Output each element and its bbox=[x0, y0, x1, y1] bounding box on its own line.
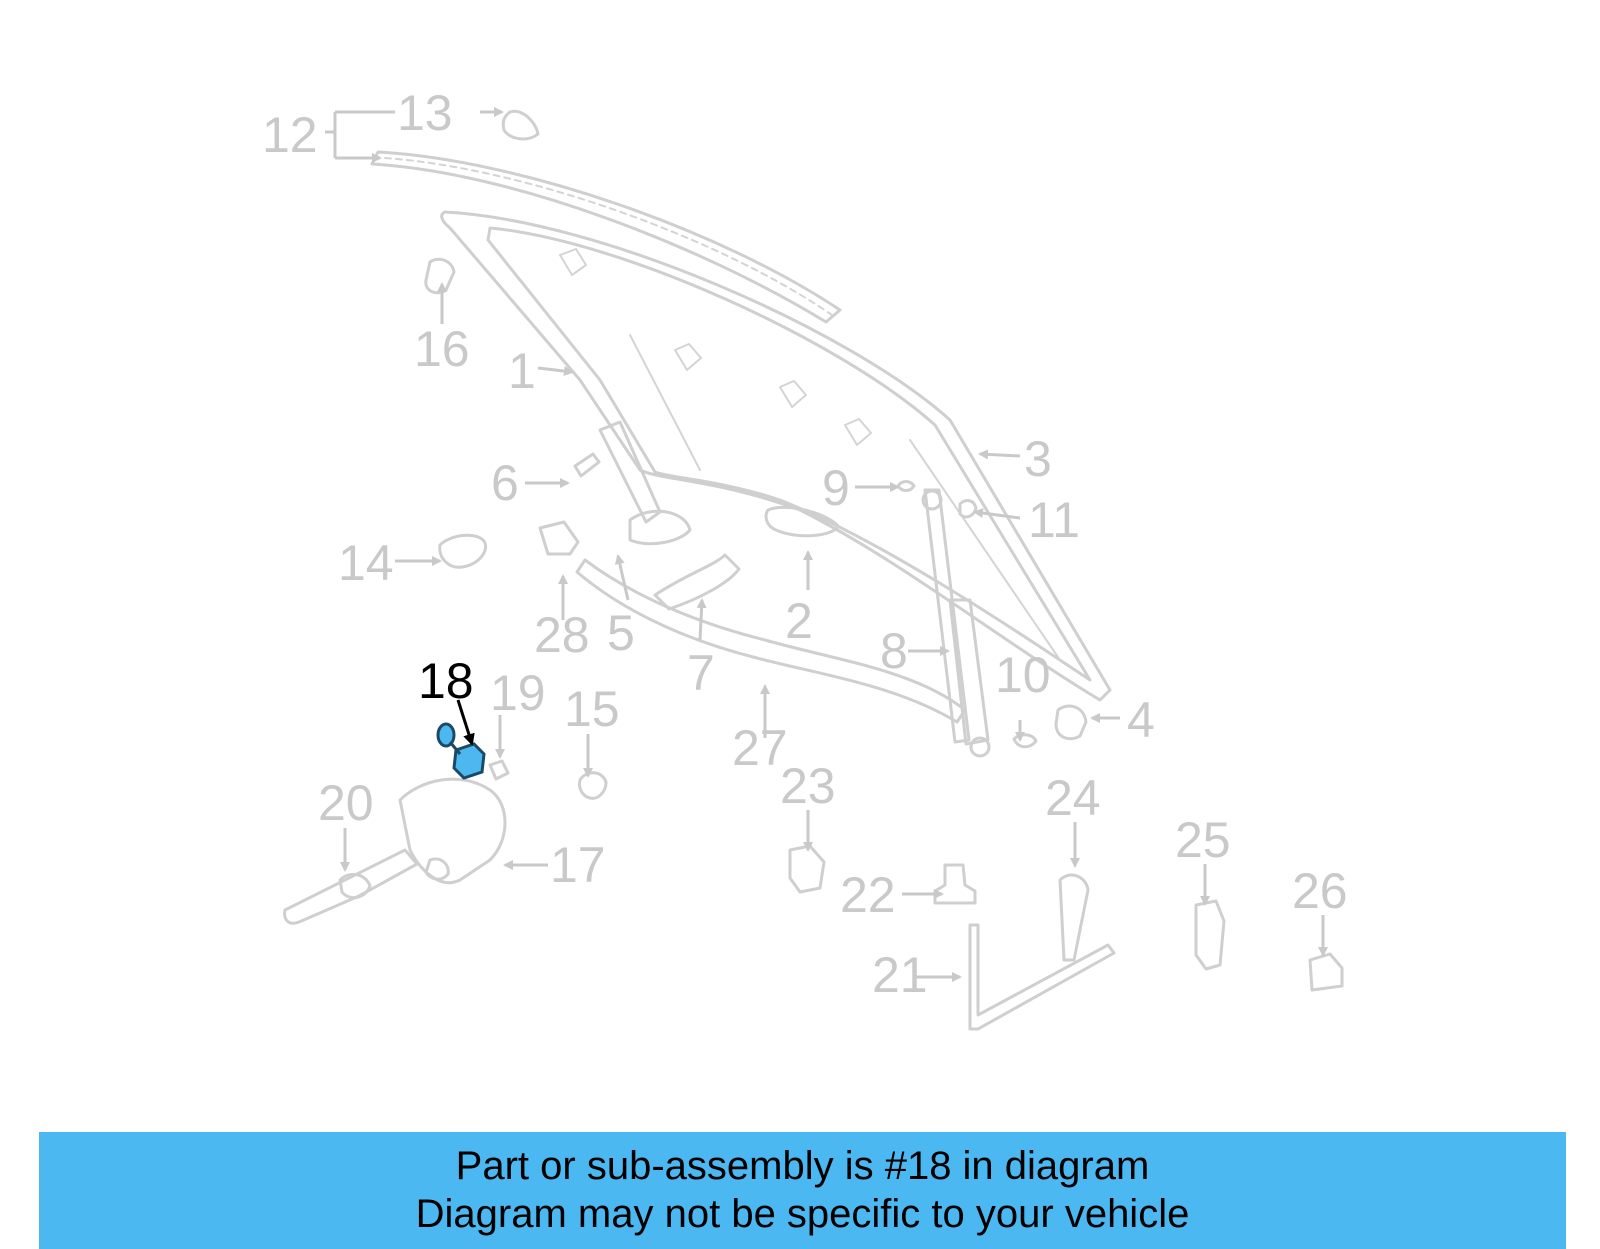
callout-15: 15 bbox=[564, 681, 620, 737]
handle-part bbox=[764, 505, 840, 538]
callout-11: 11 bbox=[1028, 492, 1080, 548]
callout-27: 27 bbox=[732, 720, 788, 776]
callout-3: 3 bbox=[1024, 431, 1052, 487]
callout-20: 20 bbox=[318, 775, 374, 831]
banner-line-1: Part or sub-assembly is #18 in diagram bbox=[455, 1144, 1150, 1188]
trim-part bbox=[653, 553, 741, 611]
callout-24: 24 bbox=[1045, 770, 1101, 826]
callout-28: 28 bbox=[534, 607, 590, 663]
callout-22: 22 bbox=[840, 867, 896, 923]
callout-13: 13 bbox=[397, 85, 453, 141]
callout-21: 21 bbox=[872, 947, 928, 1003]
callout-23: 23 bbox=[780, 758, 836, 814]
callout-25: 25 bbox=[1175, 812, 1231, 868]
callout-17: 17 bbox=[550, 837, 606, 893]
callout-arrows bbox=[325, 107, 1328, 982]
callout-2: 2 bbox=[785, 593, 813, 649]
small-parts bbox=[283, 109, 1344, 1031]
callout-9: 9 bbox=[822, 460, 850, 516]
callout-1: 1 bbox=[508, 343, 536, 399]
callout-labels: 1 2 3 4 5 6 7 8 9 10 11 12 13 14 15 16 1… bbox=[262, 85, 1348, 1003]
part-18-highlighted[interactable] bbox=[436, 722, 486, 780]
callout-18[interactable]: 18 bbox=[418, 653, 474, 709]
callout-12: 12 bbox=[262, 107, 318, 163]
callout-26: 26 bbox=[1292, 863, 1348, 919]
weatherstrip-part bbox=[370, 150, 842, 324]
callout-6: 6 bbox=[491, 455, 519, 511]
callout-5: 5 bbox=[607, 605, 635, 661]
callout-10: 10 bbox=[995, 647, 1051, 703]
callout-4: 4 bbox=[1127, 692, 1155, 748]
callout-16: 16 bbox=[414, 321, 470, 377]
callout-19: 19 bbox=[490, 665, 546, 721]
callout-14: 14 bbox=[338, 535, 394, 591]
callout-7: 7 bbox=[687, 645, 715, 701]
callout-8: 8 bbox=[880, 623, 908, 679]
banner-line-2: Diagram may not be specific to your vehi… bbox=[415, 1192, 1190, 1236]
info-banner: Part or sub-assembly is #18 in diagram D… bbox=[39, 1132, 1566, 1249]
gas-strut-part bbox=[921, 488, 991, 758]
liftgate-panel bbox=[440, 210, 1112, 702]
